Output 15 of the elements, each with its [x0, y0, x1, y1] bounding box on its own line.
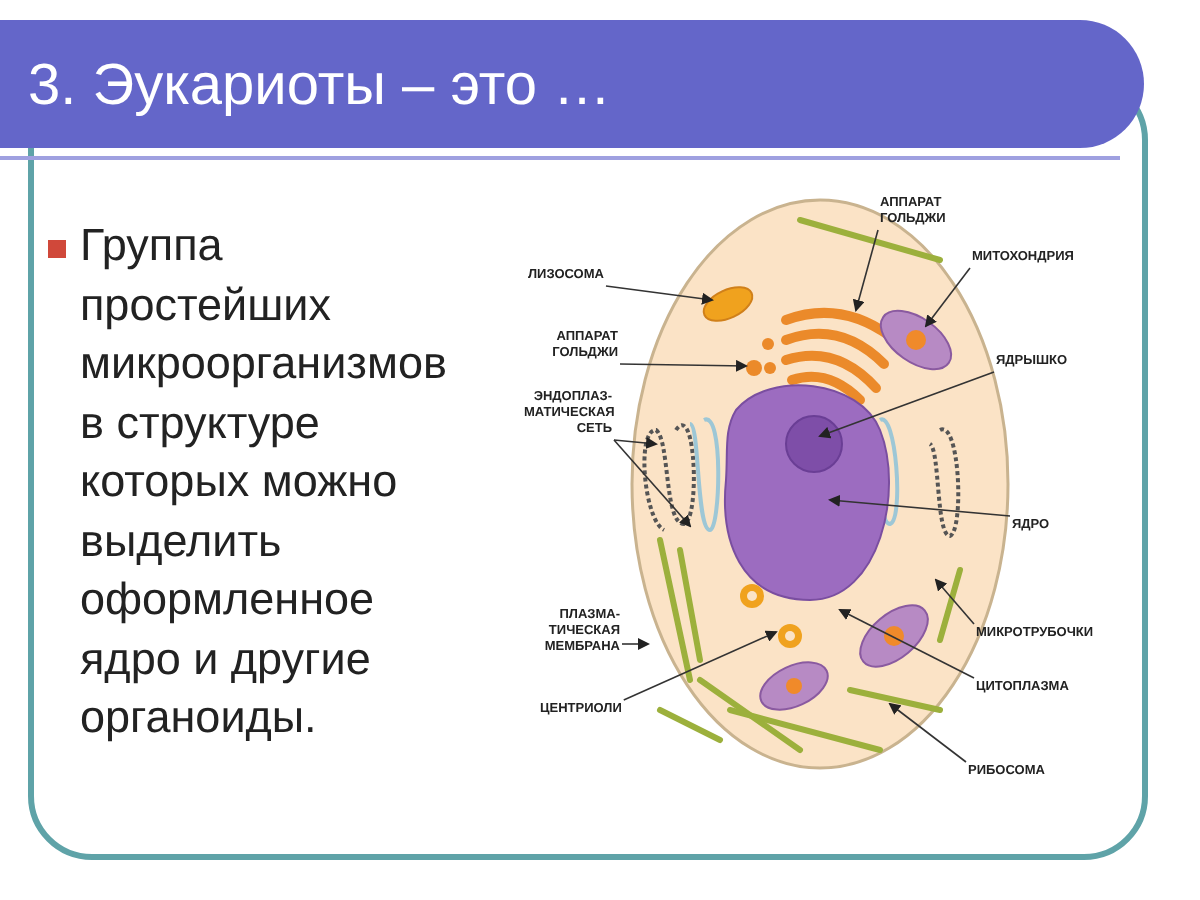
leader-line: [605, 285, 714, 305]
leader-line: [623, 630, 778, 701]
leader-line: [852, 229, 879, 312]
leader-line: [621, 638, 650, 650]
leader-line: [828, 494, 1011, 517]
leader-line: [934, 578, 975, 625]
leader-line: [619, 359, 748, 372]
leader-line: [838, 609, 975, 679]
leader-line: [613, 439, 692, 528]
slide-title: 3. Эукариоты – это …: [28, 54, 612, 120]
bullet-text: Группа простейших микроорганизмов в структуре которых можно выделить оформленное ядро и другие органоиды.: [80, 218, 449, 746]
leader-line: [888, 702, 967, 763]
leader-line: [924, 267, 971, 328]
leader-line: [818, 371, 995, 439]
leader-line: [613, 437, 658, 449]
